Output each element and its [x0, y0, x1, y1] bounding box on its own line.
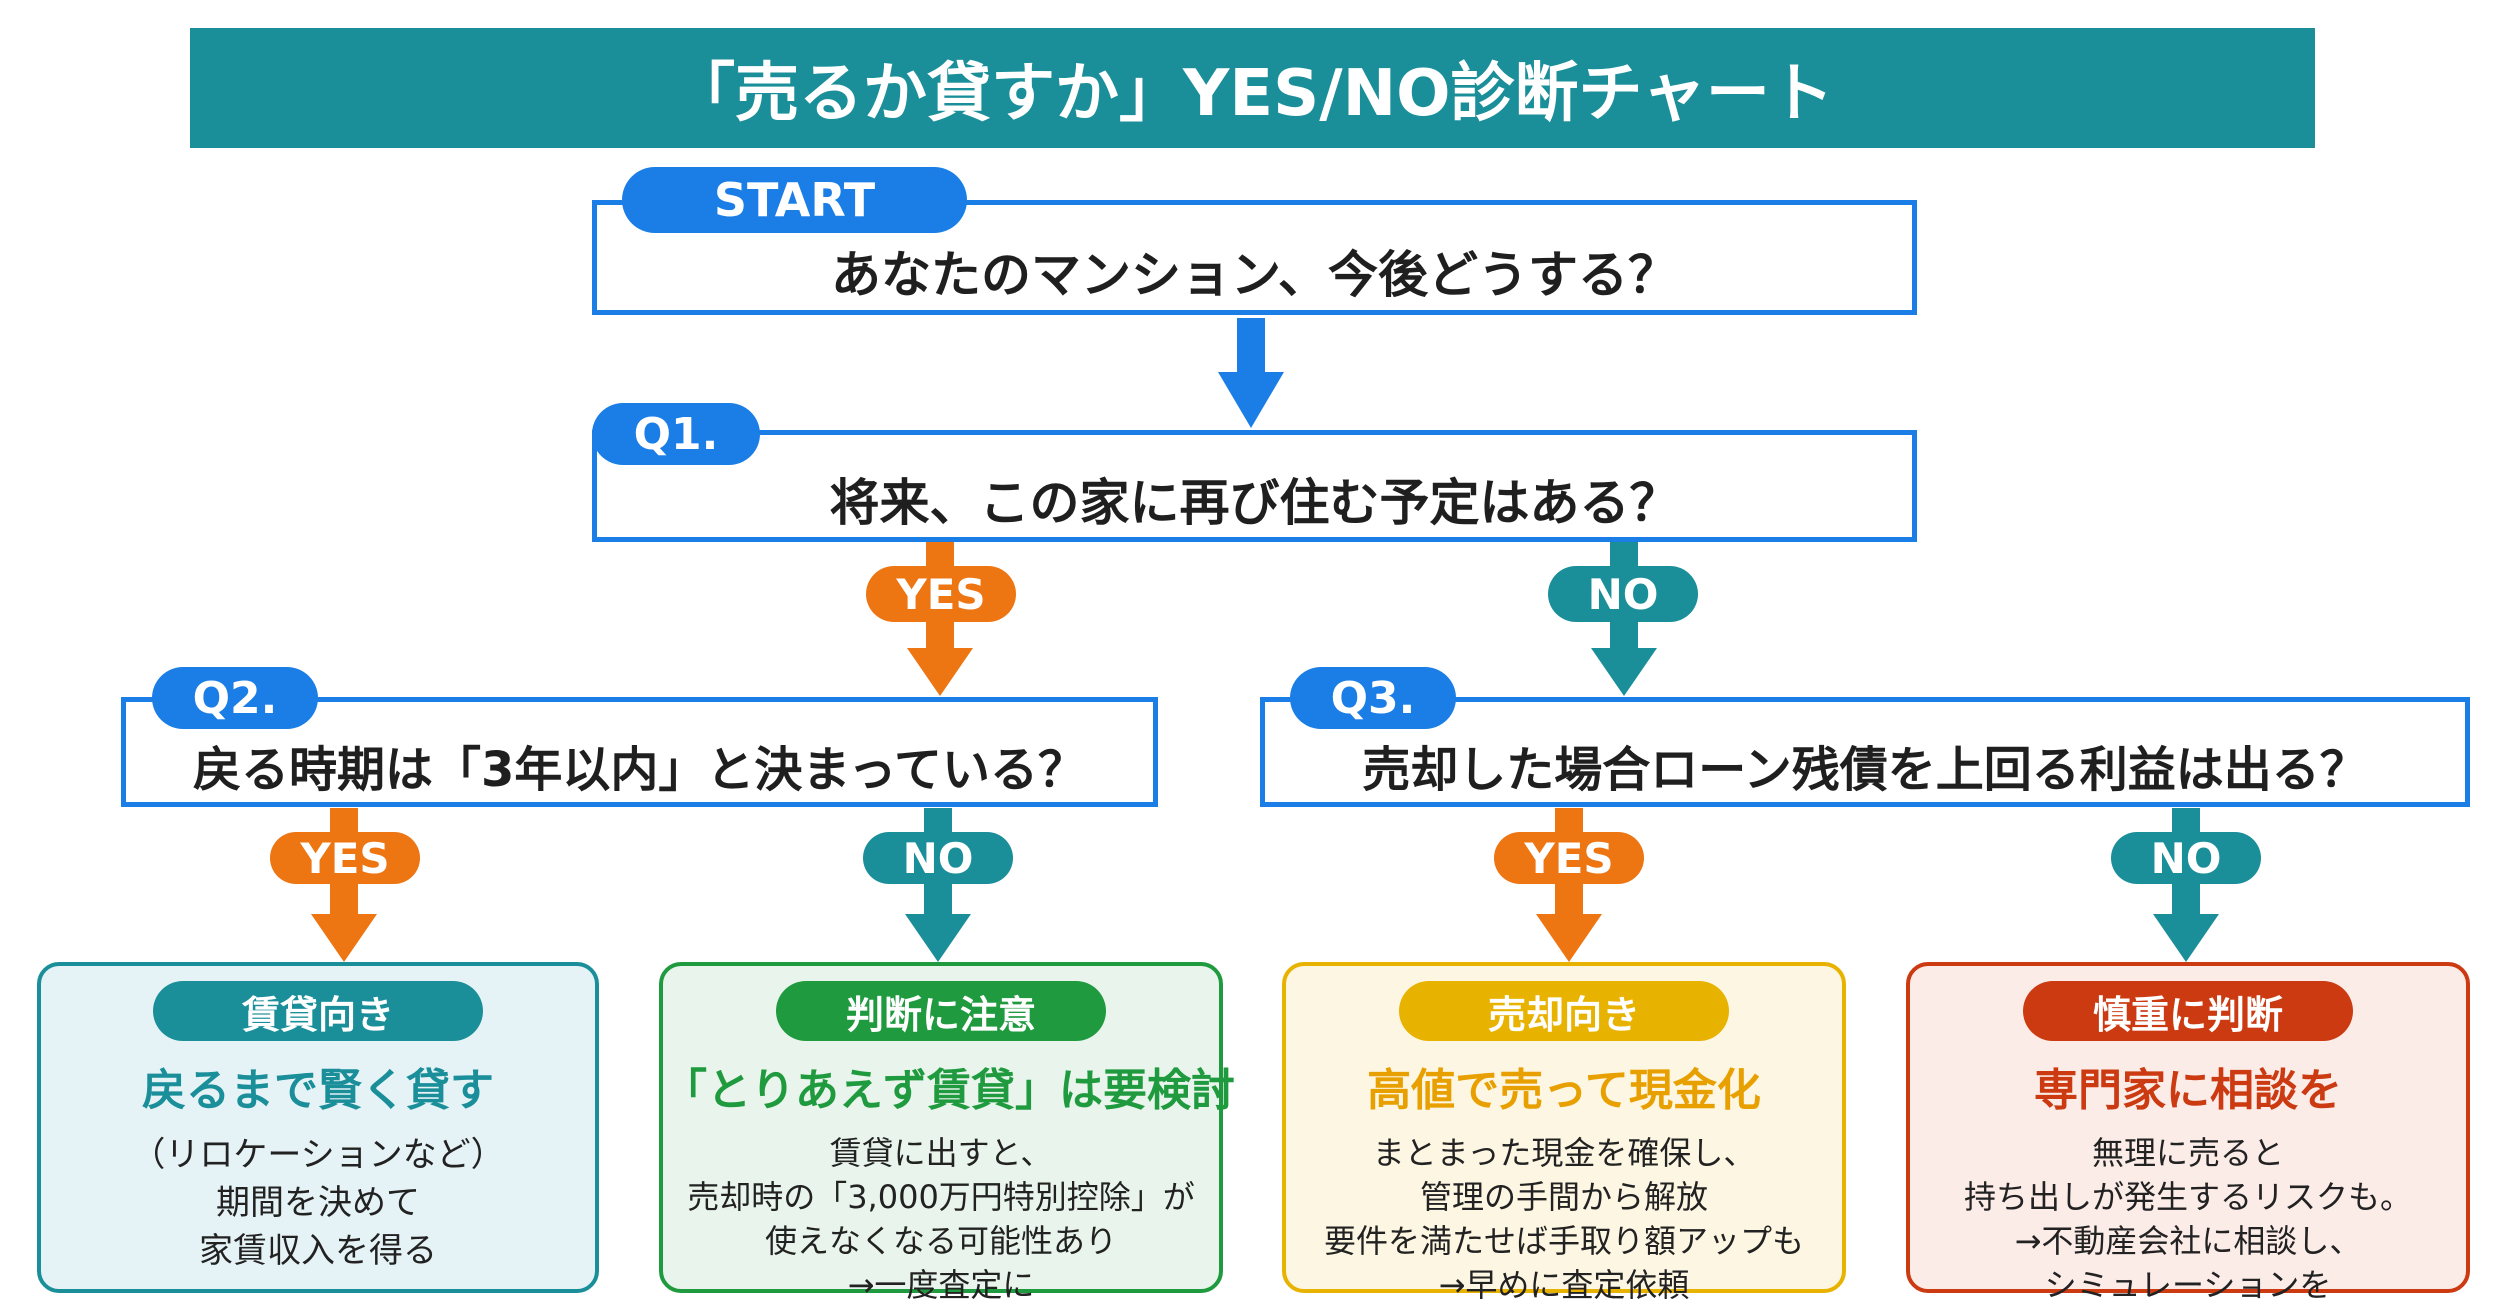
- result-line: 無理に売ると: [2091, 1134, 2284, 1172]
- arrow-q1-yes-top: [926, 542, 954, 566]
- start-question: あなたのマンション、今後どうする？: [831, 245, 1678, 304]
- arrow-q2-yes-top: [330, 808, 358, 832]
- arrow-q3-yes-shaft: [1555, 884, 1583, 918]
- result-card-rent: 賃貸向き 戻るまで賢く貸す （リロケーションなど） 期間を決めて 家賃収入を得る: [37, 962, 599, 1293]
- result-line: →不動産会社に相談し、: [2014, 1222, 2362, 1260]
- q3-box: 売却した場合ローン残債を上回る利益は出る？: [1260, 697, 2470, 807]
- result-headline: 専門家に相談を: [2034, 1065, 2342, 1116]
- result-line: まとまった現金を確保し、: [1372, 1134, 1756, 1172]
- result-line: シミュレーションを: [2044, 1266, 2332, 1304]
- q1-question: 将来、この家に再び住む予定はある？: [829, 474, 1680, 532]
- result-tag: 売却向き: [1399, 981, 1729, 1041]
- result-line: 使えなくなる可能性あり: [764, 1222, 1117, 1260]
- result-card-caution: 判断に注意 「とりあえず賃貸」は要検討 賃貸に出すと、 売却時の「3,000万円…: [659, 962, 1235, 1304]
- result-line: （リロケーションなど）: [131, 1135, 505, 1175]
- result-card-consult: 慎重に判断 専門家に相談を 無理に売ると 持ち出しが発生するリスクも。 →不動産…: [1906, 962, 2470, 1304]
- result-line: →早めに査定依頼: [1438, 1266, 1690, 1304]
- arrow-q1-no-head: [1591, 648, 1657, 696]
- result-tag: 慎重に判断: [2023, 981, 2353, 1041]
- result-description: （リロケーションなど） 期間を決めて 家賃収入を得る: [41, 1131, 595, 1275]
- result-line: 管理の手間から解放: [1419, 1178, 1708, 1216]
- arrow-start-q1-head: [1218, 372, 1284, 428]
- q1-yes-label: YES: [866, 566, 1016, 622]
- q2-question: 戻る時期は「3年以内」と決まっている？: [192, 742, 1087, 798]
- result-line: →一度査定に: [847, 1266, 1035, 1304]
- q1-no-label: NO: [1548, 566, 1698, 622]
- result-tag: 判断に注意: [776, 981, 1106, 1041]
- q2-yes-label: YES: [270, 832, 420, 884]
- arrow-q1-no-shaft: [1610, 622, 1638, 652]
- arrow-q2-no-head: [905, 914, 971, 962]
- q3-question: 売却した場合ローン残債を上回る利益は出る？: [1362, 742, 2368, 798]
- q2-no-label: NO: [863, 832, 1013, 884]
- result-line: 賃貸に出すと、: [829, 1134, 1053, 1172]
- result-line: 期間を決めて: [216, 1183, 420, 1223]
- q1-tag: Q1.: [592, 403, 760, 465]
- arrow-q2-yes-head: [311, 914, 377, 962]
- result-line: 売却時の「3,000万円特別控除」が: [687, 1178, 1195, 1216]
- result-description: 賃貸に出すと、 売却時の「3,000万円特別控除」が 使えなくなる可能性あり →…: [663, 1131, 1219, 1307]
- result-headline: 高値で売って現金化: [1367, 1065, 1761, 1116]
- page-title: 「売るか貸すか」YES/NO診断チャート: [190, 28, 2315, 148]
- result-headline: 「とりあえず賃貸」は要検討: [663, 1065, 1235, 1116]
- result-headline: 戻るまで賢く貸す: [142, 1065, 494, 1116]
- result-description: まとまった現金を確保し、 管理の手間から解放 要件を満たせば手取り額アップも →…: [1286, 1131, 1842, 1307]
- q3-tag: Q3.: [1290, 667, 1456, 729]
- q3-yes-label: YES: [1494, 832, 1644, 884]
- arrow-q3-no-shaft: [2172, 884, 2200, 918]
- result-tag: 賃貸向き: [153, 981, 483, 1041]
- arrow-q3-yes-top: [1555, 808, 1583, 832]
- arrow-q2-no-top: [924, 808, 952, 832]
- arrow-start-q1-shaft: [1237, 318, 1265, 374]
- arrow-q1-yes-head: [907, 648, 973, 696]
- result-line: 持ち出しが発生するリスクも。: [1963, 1178, 2412, 1216]
- start-tag: START: [622, 167, 967, 233]
- arrow-q3-yes-head: [1536, 914, 1602, 962]
- q3-no-label: NO: [2111, 832, 2261, 884]
- result-line: 家賃収入を得る: [199, 1231, 437, 1271]
- arrow-q2-no-shaft: [924, 884, 952, 918]
- arrow-q1-no-top: [1610, 542, 1638, 566]
- result-line: 要件を満たせば手取り額アップも: [1323, 1222, 1804, 1260]
- q1-box: 将来、この家に再び住む予定はある？: [592, 430, 1917, 542]
- arrow-q1-yes-shaft: [926, 622, 954, 652]
- q2-tag: Q2.: [152, 667, 318, 729]
- arrow-q3-no-top: [2172, 808, 2200, 832]
- arrow-q3-no-head: [2153, 914, 2219, 962]
- result-card-sell: 売却向き 高値で売って現金化 まとまった現金を確保し、 管理の手間から解放 要件…: [1282, 962, 1846, 1304]
- arrow-q2-yes-shaft: [330, 884, 358, 918]
- result-description: 無理に売ると 持ち出しが発生するリスクも。 →不動産会社に相談し、 シミュレーシ…: [1910, 1131, 2466, 1307]
